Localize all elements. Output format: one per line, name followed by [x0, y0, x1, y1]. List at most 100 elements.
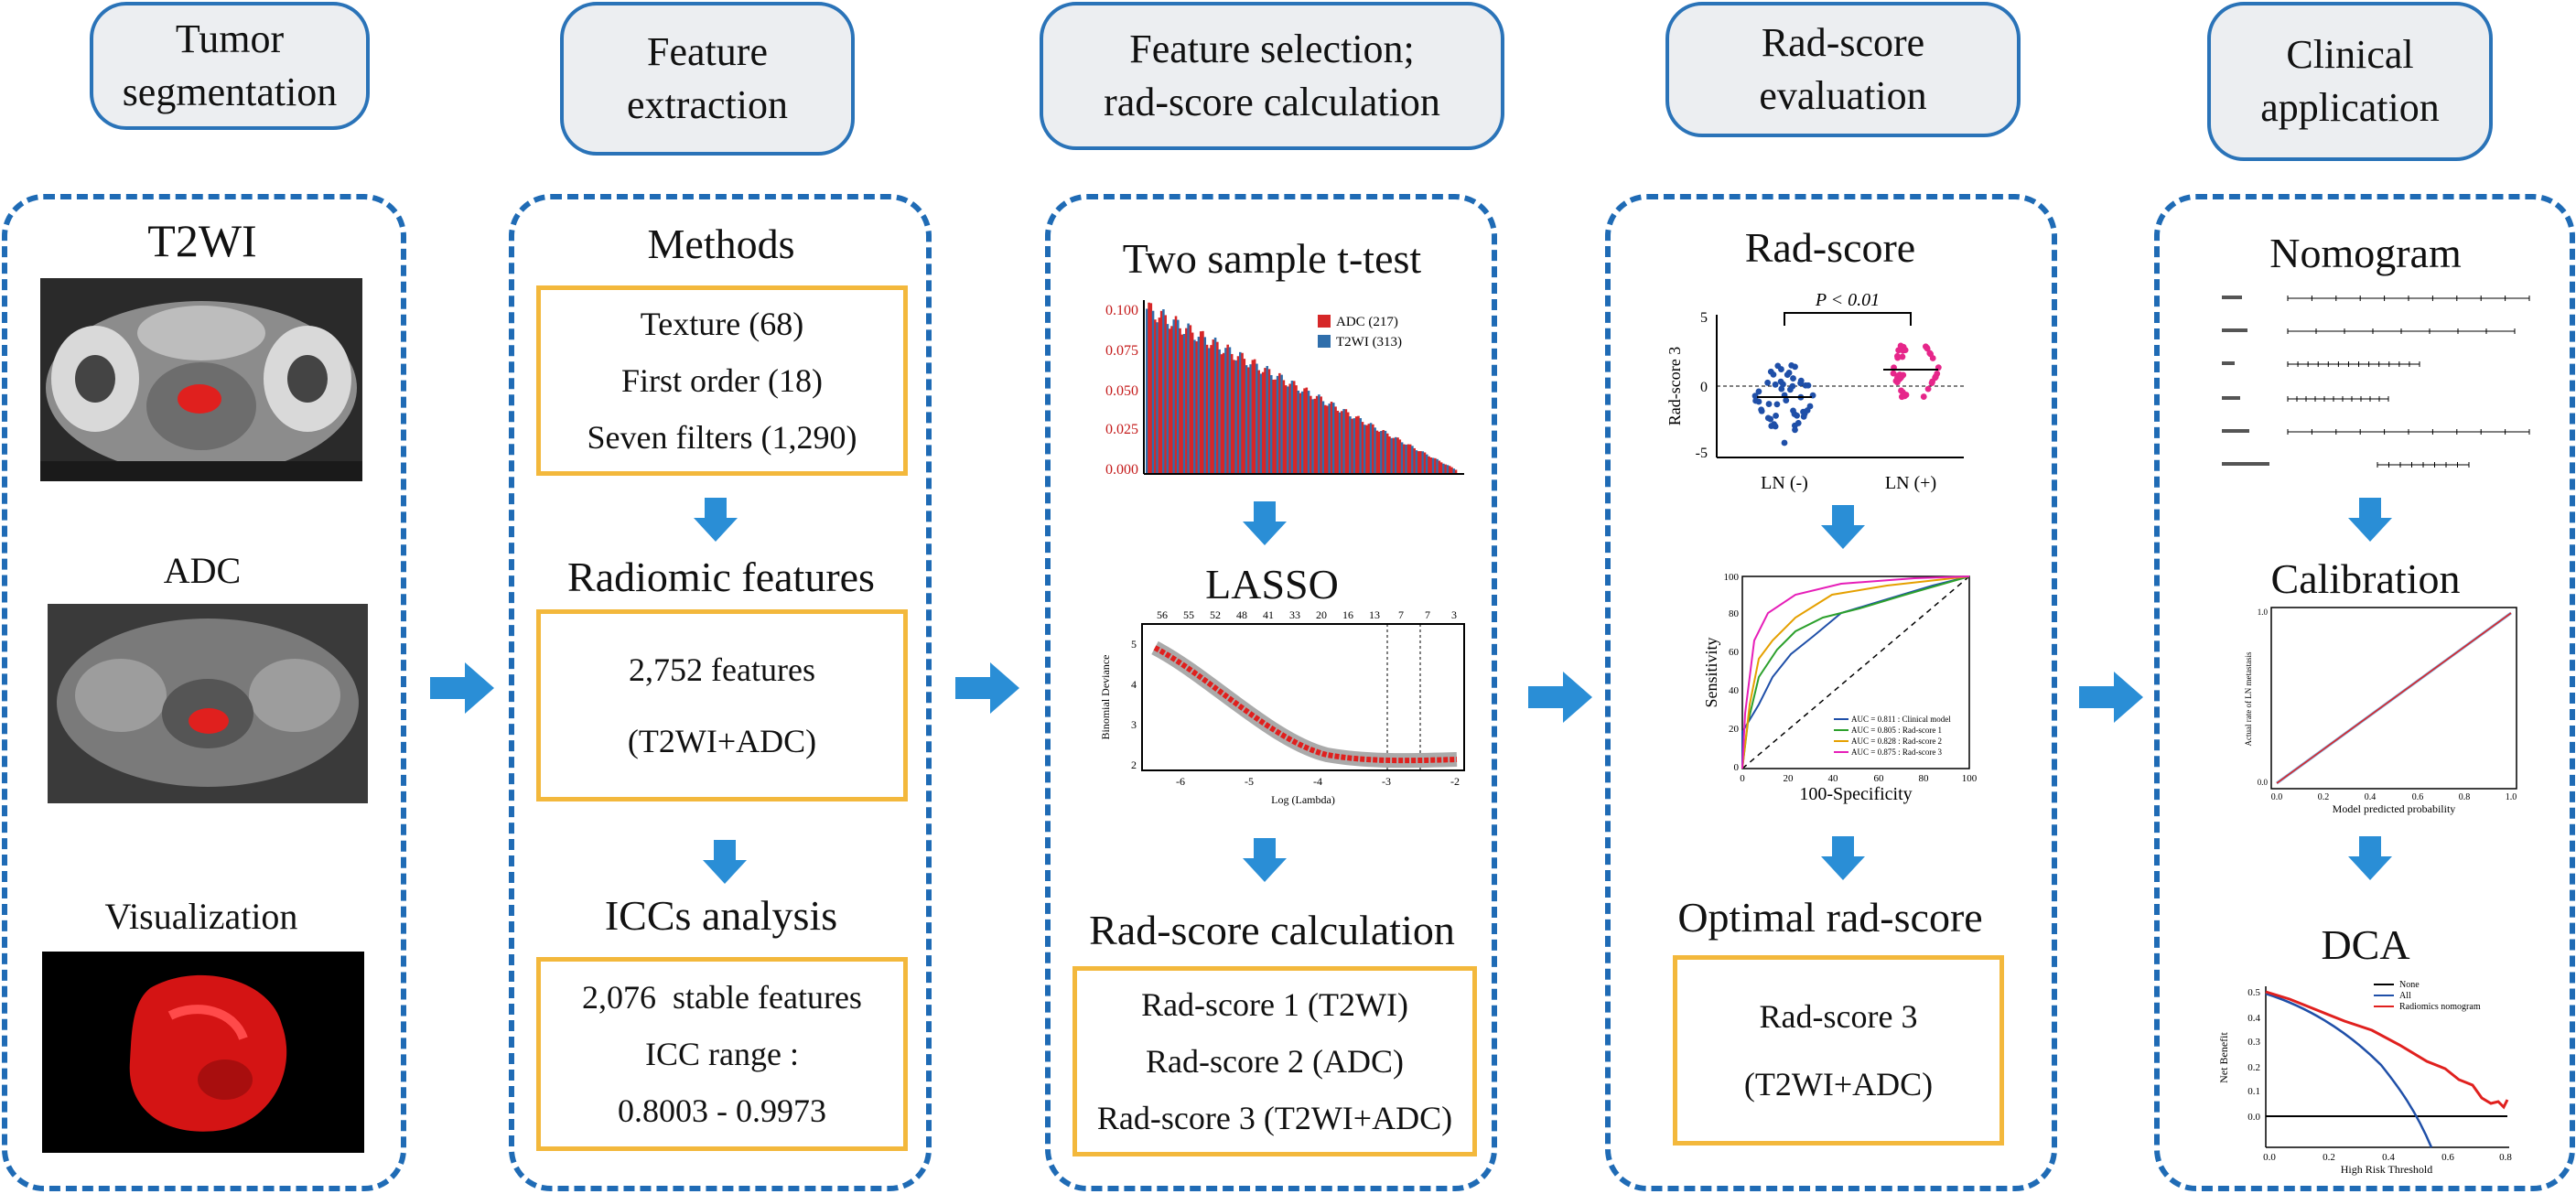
ttest-title: Two sample t-test [1122, 235, 1422, 282]
ttest-bar [1197, 337, 1201, 474]
rad-group-label: LN (+) [1885, 473, 1936, 493]
dca-xtick: 0.2 [2323, 1152, 2335, 1163]
ttest-bar [1415, 450, 1418, 474]
legend-label-adc: ADC (217) [1336, 315, 1398, 329]
icc-item: 2,076 stable features [582, 979, 862, 1016]
dca-ytick: 0.5 [2247, 987, 2260, 998]
ttest-bar [1419, 451, 1422, 474]
optimal-item: Rad-score 3 [1759, 998, 1918, 1035]
roc-xtick: 100 [1962, 773, 1978, 784]
lasso-top-label: 20 [1316, 608, 1327, 621]
ttest-bar [1318, 394, 1320, 474]
ttest-bar [1245, 365, 1248, 474]
ttest-bar [1220, 354, 1223, 474]
icc-box: 2,076 stable features ICC range : 0.8003… [536, 957, 908, 1151]
rad-score-dot [1892, 377, 1900, 384]
calibration-plot: 0.0 0.2 0.4 0.6 0.8 1.0 Model predicted … [2244, 607, 2517, 815]
rad-score-dot [1922, 343, 1929, 350]
rad-score-dot [1790, 375, 1796, 382]
ttest-bar [1233, 360, 1235, 474]
header-feature-extraction: Feature extraction [560, 2, 855, 156]
ttest-bar [1384, 430, 1387, 474]
roc-plot: 0 20 40 60 80 100 100-Specificity 0 20 4… [1704, 572, 1978, 804]
roc-xtick: 60 [1874, 773, 1885, 784]
rad-p-value: P < 0.01 [1815, 290, 1880, 310]
lasso-top-label: 13 [1369, 608, 1380, 621]
rad-score-dot [1929, 378, 1936, 385]
rad-score-dot [1772, 381, 1779, 388]
arrow-right-icon [955, 662, 1019, 714]
ttest-bar [1159, 310, 1163, 474]
optimal-rad-score-title: Optimal rad-score [1677, 894, 1983, 941]
calib-xlabel: Model predicted probability [2333, 802, 2456, 815]
ttest-bar [1307, 391, 1310, 474]
ttest-bar [1367, 424, 1371, 474]
ttest-bar [1185, 328, 1188, 474]
ttest-bar [1259, 373, 1263, 474]
ttest-bar [1208, 348, 1211, 474]
ttest-bar [1146, 308, 1148, 474]
rad-score-dot [1895, 347, 1902, 354]
methods-title: Methods [647, 221, 795, 267]
header-tumor-segmentation: Tumor segmentation [90, 2, 370, 130]
ttest-bar [1392, 437, 1396, 474]
rad-score-dot [1790, 407, 1796, 414]
lasso-ytick: 4 [1131, 678, 1137, 691]
rad-score-dot [1929, 355, 1936, 361]
ttest-bar [1336, 410, 1340, 474]
t2wi-title: T2WI [147, 215, 257, 266]
dca-ytick: 0.0 [2247, 1112, 2260, 1123]
ttest-bar [1326, 405, 1329, 474]
ttest-bar [1290, 381, 1294, 474]
ttest-bar [1408, 444, 1412, 474]
ttest-bar [1261, 371, 1265, 474]
calib-ytick: 0.0 [2258, 778, 2269, 787]
arrow-right-icon [2079, 672, 2143, 723]
ttest-bar [1222, 352, 1225, 474]
ttest-bar [1180, 334, 1184, 474]
ttest-ytick: 0.100 [1105, 303, 1138, 318]
rad-score-dot [1764, 379, 1772, 386]
ttest-bar [1374, 427, 1376, 474]
rad-score-dot [1900, 371, 1907, 379]
lasso-top-label: 48 [1236, 608, 1247, 621]
lasso-xtick: -4 [1313, 775, 1322, 788]
roc-xtick: 0 [1740, 773, 1745, 784]
ttest-bar [1172, 319, 1176, 474]
ttest-bar [1328, 403, 1331, 474]
rad-score-dot [1785, 370, 1793, 376]
rad-score-dot [1898, 387, 1904, 394]
rad-score-dot [1781, 439, 1788, 446]
rad-score-dot [1802, 382, 1809, 389]
ttest-bar [1385, 433, 1389, 474]
method-item: Seven filters (1,290) [587, 419, 857, 456]
arrow-down-icon [1243, 838, 1287, 882]
roc-legend: AUC = 0.875 : Rad-score 3 [1851, 748, 1943, 757]
rad-score-dot [1783, 397, 1790, 404]
ttest-bar [1434, 457, 1437, 474]
roc-xtick: 20 [1784, 773, 1795, 784]
rad-score-dot [1764, 414, 1772, 422]
t2wi-mri-image [40, 278, 362, 481]
header-line: segmentation [122, 70, 338, 114]
arrow-right-icon [1528, 672, 1592, 723]
method-item: Texture (68) [640, 306, 804, 342]
ttest-bar [1213, 337, 1217, 474]
ttest-bar [1226, 344, 1229, 474]
ttest-bar [1395, 436, 1397, 474]
rad-score-item: Rad-score 2 (ADC) [1146, 1043, 1404, 1080]
rad-score-dot [1800, 413, 1807, 420]
lasso-xtick: -5 [1245, 775, 1254, 788]
header-line: Rad-score [1761, 20, 1925, 65]
radiomic-features-box: 2,752 features (T2WI+ADC) [536, 609, 908, 801]
ttest-bar [1276, 375, 1279, 474]
rad-score-dot [1755, 388, 1762, 395]
ttest-bar [1191, 332, 1194, 474]
ttest-bar [1311, 399, 1314, 474]
tumor-3d-render-image [42, 952, 364, 1153]
calib-xtick: 1.0 [2506, 792, 2517, 802]
nomogram-chart [2222, 296, 2530, 468]
ttest-bar [1195, 341, 1198, 474]
ttest-bar [1218, 349, 1221, 474]
ttest-bar [1303, 388, 1306, 474]
